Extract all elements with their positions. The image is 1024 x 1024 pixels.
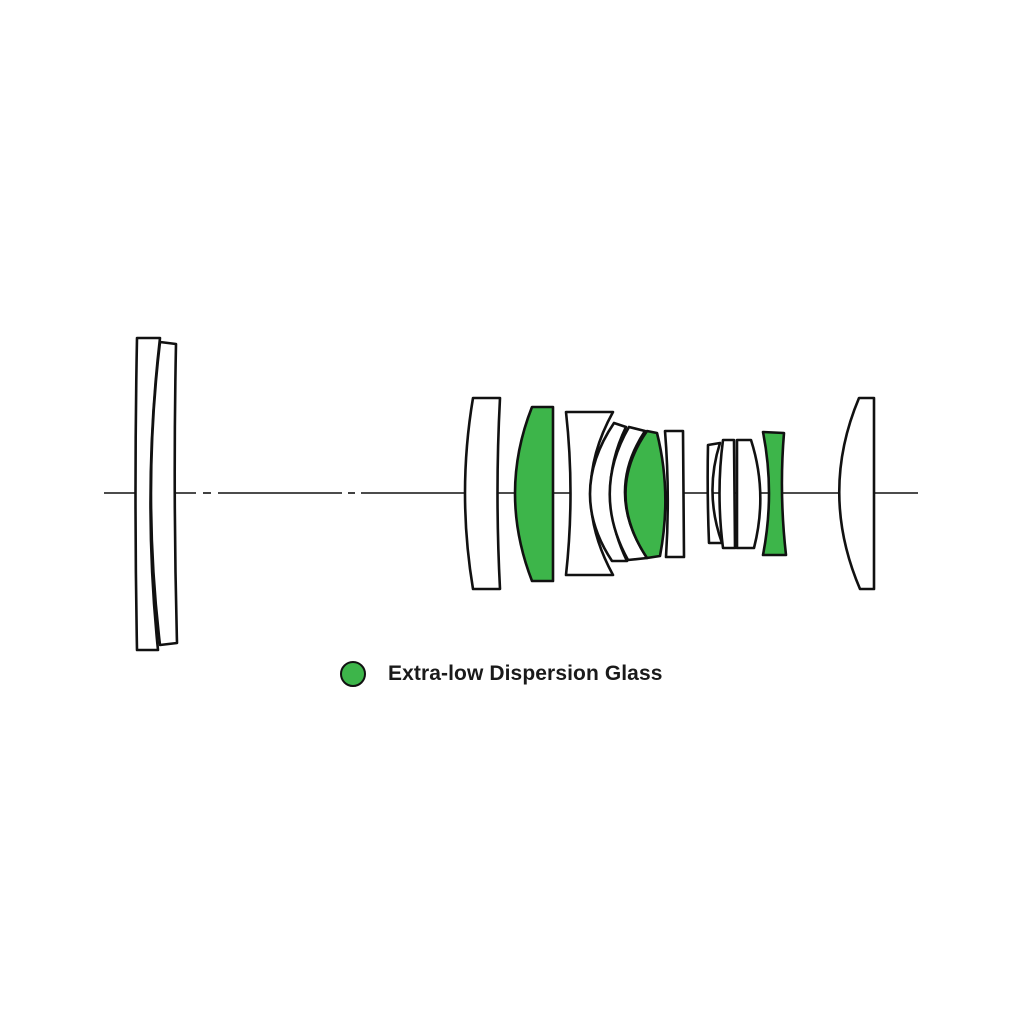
lens-element-12	[735, 438, 762, 550]
lens-element-2	[149, 340, 179, 647]
lens-element-11	[718, 438, 737, 550]
lens-element-ed-3	[761, 430, 788, 557]
legend-label: Extra-low Dispersion Glass	[388, 662, 663, 685]
lens-element-ed-2	[624, 429, 667, 560]
ed-glass-swatch-icon	[340, 661, 366, 687]
lens-element-ed-1	[513, 405, 555, 583]
lens-element-3	[463, 396, 502, 591]
lens-element-14	[838, 396, 876, 591]
legend: Extra-low Dispersion Glass	[340, 657, 663, 691]
lens-element-9	[663, 429, 686, 559]
